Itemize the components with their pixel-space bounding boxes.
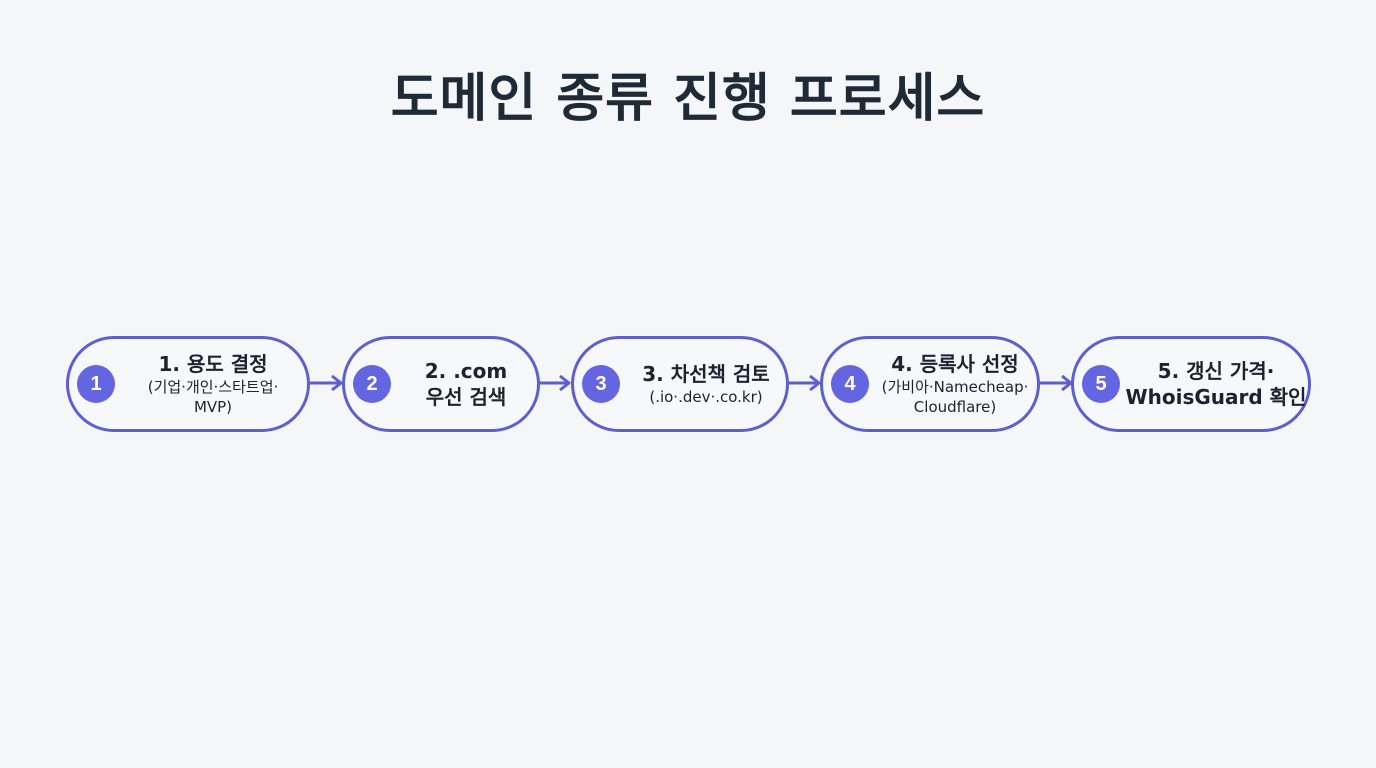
step-2-title: 2. .com [424, 359, 508, 383]
step-5-badge: 5 [1082, 365, 1120, 403]
step-4-detail-line2: Cloudflare) [913, 398, 997, 416]
step-3-detail-line1: (.io·.dev·.co.kr) [649, 388, 763, 406]
step-5-node: 5 5. 갱신 가격· WhoisGuard 확인 [1071, 336, 1311, 432]
arrow-4-to-5 [1040, 374, 1073, 392]
step-1-badge: 1 [77, 365, 115, 403]
step-4-badge: 4 [831, 365, 869, 403]
step-5-title: 5. 갱신 가격· [1157, 359, 1275, 383]
page-title: 도메인 종류 진행 프로세스 [390, 69, 986, 129]
step-4-node: 4 4. 등록사 선정 (가비아·Namecheap· Cloudflare) [820, 336, 1040, 432]
step-5-detail-line1: WhoisGuard 확인 [1125, 385, 1307, 409]
arrow-2-to-3 [540, 374, 571, 392]
arrow-3-to-4 [789, 374, 821, 392]
step-4-title: 4. 등록사 선정 [891, 352, 1019, 376]
step-4-detail-line1: (가비아·Namecheap· [881, 378, 1029, 396]
step-3-title: 3. 차선책 검토 [642, 362, 770, 386]
step-1-title: 1. 용도 결정 [158, 352, 268, 376]
step-2-node: 2 2. .com 우선 검색 [342, 336, 540, 432]
step-2-detail-line1: 우선 검색 [425, 385, 507, 409]
step-2-badge: 2 [353, 365, 391, 403]
arrow-1-to-2 [310, 374, 343, 392]
step-1-detail-line2: MVP) [193, 398, 233, 416]
step-1-detail-line1: (기업·개인·스타트업· [147, 378, 279, 396]
step-3-node: 3 3. 차선책 검토 (.io·.dev·.co.kr) [571, 336, 789, 432]
step-3-badge: 3 [582, 365, 620, 403]
step-1-node: 1 1. 용도 결정 (기업·개인·스타트업· MVP) [66, 336, 310, 432]
